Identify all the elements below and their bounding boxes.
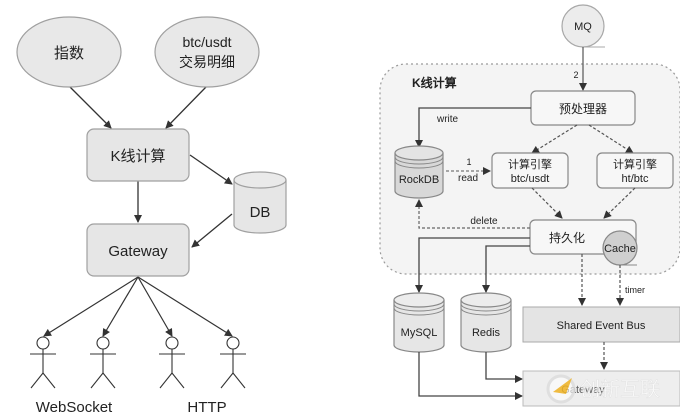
edge-gateway-to-client-4 xyxy=(137,276,233,337)
read-label: read xyxy=(458,173,478,184)
node-db[interactable]: DB xyxy=(233,171,287,234)
node-index[interactable]: 指数 xyxy=(16,16,122,88)
node-rockdb-label: RockDB xyxy=(399,174,439,186)
client-actor-icon xyxy=(159,336,185,389)
node-trades-label-2: 交易明细 xyxy=(179,54,235,70)
edge-persist-to-mysql xyxy=(415,237,530,293)
node-persist-label: 持久化 xyxy=(549,230,585,245)
client-actor-icon xyxy=(90,336,116,389)
watermark-text: 创新互联 xyxy=(580,378,660,401)
edge-engine1-to-persist xyxy=(531,187,563,219)
node-index-label: 指数 xyxy=(54,45,84,62)
write-label: write xyxy=(436,114,459,125)
client-actors xyxy=(30,336,246,389)
node-engine-ht-btc[interactable]: 计算引擎 ht/btc xyxy=(596,152,674,189)
node-cache[interactable]: Cache xyxy=(602,230,638,266)
node-kline[interactable]: K线计算 xyxy=(86,128,190,182)
watermark-logo-accent-icon xyxy=(553,378,572,394)
timer-label: timer xyxy=(625,285,645,295)
edge-mysql-to-gateway xyxy=(418,352,523,400)
edge-preprocessor-to-rockdb xyxy=(415,107,531,148)
node-event-bus-label: Shared Event Bus xyxy=(557,320,646,332)
node-trades[interactable]: btc/usdt 交易明细 xyxy=(154,16,260,88)
node-redis-label: Redis xyxy=(472,327,501,339)
node-cache-label: Cache xyxy=(604,243,636,255)
node-gateway-label: Gateway xyxy=(108,243,168,260)
edge-trades-to-kline xyxy=(165,86,207,129)
watermark: 创新互联 xyxy=(546,374,660,404)
edge-engine2-to-persist xyxy=(603,187,636,219)
edge-persist-to-rockdb-delete xyxy=(415,199,530,229)
kline-group-title: K线计算 xyxy=(412,75,457,90)
read-num-label: 1 xyxy=(466,157,471,167)
engine2-label-2: ht/btc xyxy=(622,173,649,185)
node-mysql-label: MySQL xyxy=(401,327,438,339)
mq-edge-label: 2 xyxy=(573,70,578,80)
node-mq[interactable]: MQ xyxy=(561,4,605,48)
node-rockdb[interactable]: RockDB xyxy=(394,145,444,199)
websocket-label: WebSocket xyxy=(36,399,113,416)
node-gateway[interactable]: Gateway xyxy=(86,223,190,277)
node-preprocessor-label: 预处理器 xyxy=(559,102,607,116)
edge-gateway-to-client-2 xyxy=(102,276,139,337)
node-kline-label: K线计算 xyxy=(110,147,165,165)
node-engine-btc-usdt[interactable]: 计算引擎 btc/usdt xyxy=(491,152,569,189)
edge-preprocessor-to-engine2 xyxy=(588,124,634,154)
edge-redis-to-gateway xyxy=(485,352,523,383)
delete-label: delete xyxy=(470,216,498,227)
edge-db-to-gateway xyxy=(191,213,233,248)
right-diagram: K线计算 MQ 2 预处理器 write RockDB 1 xyxy=(379,4,680,407)
client-actor-icon xyxy=(30,336,56,389)
engine2-label-1: 计算引擎 xyxy=(613,157,657,171)
node-trades-label-1: btc/usdt xyxy=(182,34,231,50)
edge-persist-to-redis xyxy=(482,245,530,293)
node-redis[interactable]: Redis xyxy=(460,292,512,353)
node-db-label: DB xyxy=(250,204,271,221)
node-preprocessor[interactable]: 预处理器 xyxy=(530,90,636,126)
node-mq-label: MQ xyxy=(574,21,592,33)
engine1-label-1: 计算引擎 xyxy=(508,157,552,171)
edge-gateway-to-client-1 xyxy=(43,276,139,337)
node-mysql[interactable]: MySQL xyxy=(393,292,445,353)
client-actor-icon xyxy=(220,336,246,389)
left-diagram: 指数 btc/usdt 交易明细 K线计算 DB Gateway WebSock… xyxy=(16,16,287,416)
node-event-bus[interactable]: Shared Event Bus xyxy=(522,306,680,343)
edge-preprocessor-to-engine1 xyxy=(531,124,578,154)
edge-gateway-to-client-3 xyxy=(137,276,173,337)
http-label: HTTP xyxy=(187,399,226,416)
edge-kline-to-db xyxy=(189,154,233,185)
edge-index-to-kline xyxy=(69,86,112,129)
engine1-label-2: btc/usdt xyxy=(511,173,550,185)
